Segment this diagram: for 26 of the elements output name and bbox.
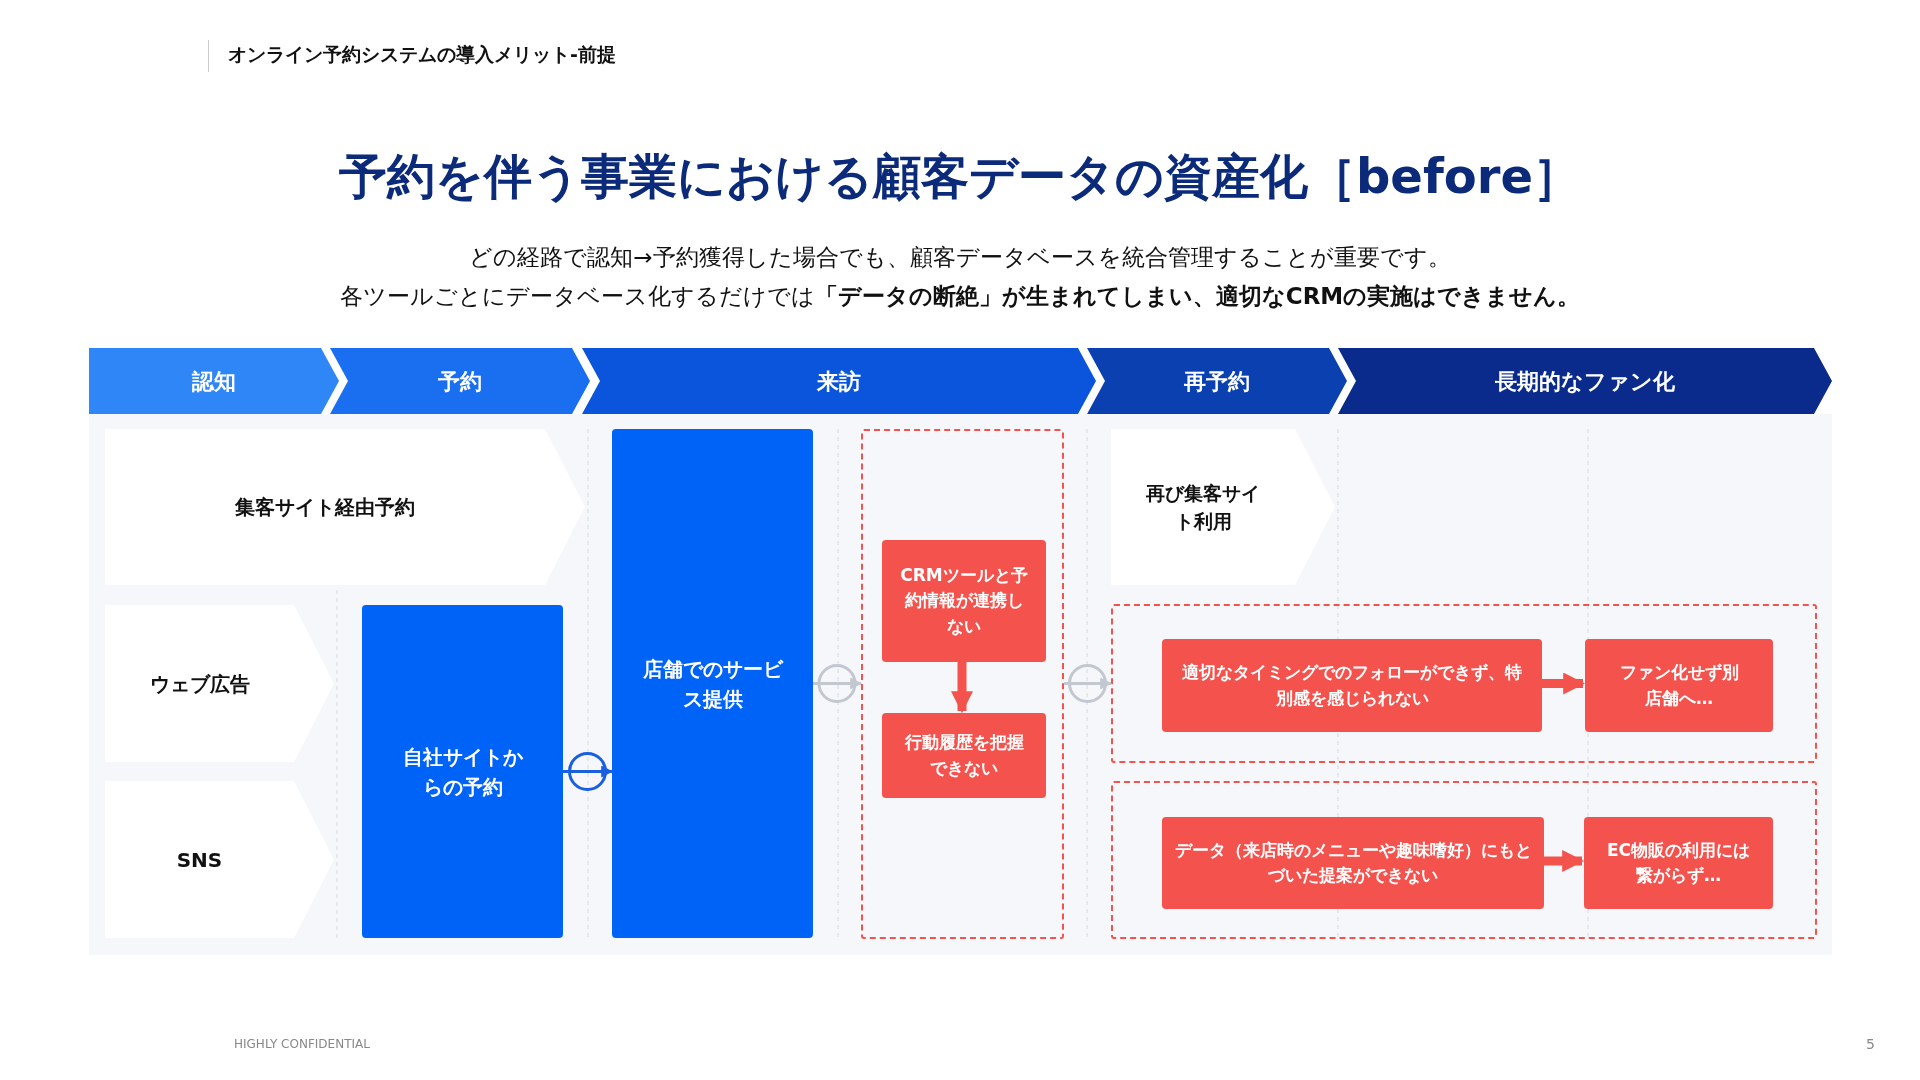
step-box: EC物販の利用には繋がらず…	[1584, 817, 1773, 909]
page-number: 5	[1866, 1036, 1875, 1052]
stage-header: 来訪	[582, 348, 1096, 414]
stage-header: 予約	[330, 348, 590, 414]
channel-panel: 再び集客サイト利用	[1111, 429, 1335, 585]
subtitle-text: 各ツールごとにデータベース化するだけでは「データの断絶」が生まれてしまい、適切なCRMの実施はできません。	[338, 282, 1582, 311]
channel-panel: ウェブ広告	[105, 605, 334, 762]
confidential-note: HIGHLY CONFIDENTIAL	[234, 1037, 370, 1051]
section-heading: オンライン予約システムの導入メリット-前提	[228, 42, 616, 67]
step-box: 適切なタイミングでのフォローができず、特別感を感じられない	[1162, 639, 1542, 732]
step-box: データ（来店時のメニューや趣味嗜好）にもとづいた提案ができない	[1162, 817, 1544, 909]
dashed-group	[1111, 781, 1817, 939]
subtitle-text: どの経路で認知→予約獲得した場合でも、顧客データベースを統合管理することが重要です。	[468, 243, 1452, 272]
channel-panel: 集客サイト経由予約	[105, 429, 585, 585]
channel-panel: SNS	[105, 781, 334, 938]
step-box: 店舗でのサービス提供	[612, 429, 813, 938]
slide-title: 予約を伴う事業における顧客データの資産化［before］	[338, 147, 1582, 206]
step-box: ファン化せず別店舗へ…	[1585, 639, 1773, 732]
step-box: 行動履歴を把握できない	[882, 713, 1046, 798]
step-box: 自社サイトからの予約	[362, 605, 563, 938]
stage-header: 再予約	[1087, 348, 1347, 414]
stage-header: 長期的なファン化	[1338, 348, 1832, 414]
stage-header: 認知	[89, 348, 339, 414]
dashed-group	[861, 429, 1064, 939]
dashed-group	[1111, 604, 1817, 763]
step-box: CRMツールと予約情報が連携しない	[882, 540, 1046, 662]
